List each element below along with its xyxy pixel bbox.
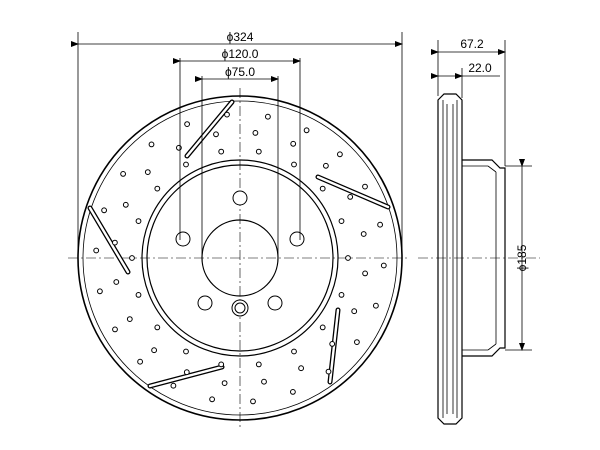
drilled-hole <box>137 358 144 365</box>
drilled-hole <box>255 361 262 368</box>
drilled-hole <box>148 141 155 148</box>
drilled-hole <box>347 194 354 200</box>
drilled-hole <box>303 127 310 134</box>
drilled-hole <box>221 380 228 387</box>
drilled-hole <box>120 171 126 177</box>
drilled-hole <box>135 292 142 298</box>
front-view <box>68 88 410 430</box>
side-dimensions: 67.2 22.0 ϕ185 <box>431 37 532 351</box>
outer-disc-inner-edge <box>82 100 398 416</box>
drilled-hole <box>265 113 271 120</box>
drilled-hole <box>291 348 297 355</box>
bolt-hole <box>197 295 213 311</box>
dim-disc-thickness: 22.0 <box>468 61 492 75</box>
drilled-hole <box>338 292 345 298</box>
drilled-hole <box>290 140 297 147</box>
drilled-hole <box>183 369 190 376</box>
drilled-hole <box>261 378 267 385</box>
drilled-hole <box>360 231 367 237</box>
locating-hole-inner <box>234 302 246 314</box>
slot <box>316 175 390 209</box>
drilled-hole <box>354 339 360 346</box>
drilled-hole <box>122 201 129 208</box>
drilled-hole <box>252 130 259 136</box>
drilled-hole <box>97 288 103 295</box>
drilled-hole <box>298 365 305 372</box>
drilled-hole <box>362 183 368 190</box>
drilled-hole <box>170 382 177 389</box>
bolt-holes <box>175 190 305 317</box>
hat-step-line <box>487 165 497 173</box>
drilled-hole <box>213 131 219 138</box>
drilled-hole <box>126 316 133 323</box>
drilled-hole <box>93 247 100 254</box>
drilled-holes <box>93 111 387 405</box>
dim-hat-diameter: ϕ185 <box>515 244 529 271</box>
drilled-hole <box>373 302 379 309</box>
drilled-hole <box>338 218 345 225</box>
hat-outer-edge <box>141 159 339 357</box>
bolt-hole <box>175 231 191 247</box>
bolt-hole <box>267 295 283 311</box>
drilled-hole <box>325 368 332 375</box>
bolt-hole <box>289 231 305 247</box>
drilled-hole <box>224 111 230 118</box>
drilled-hole <box>183 348 189 355</box>
drilled-hole <box>151 347 158 354</box>
slot <box>148 365 224 388</box>
drilled-hole <box>329 341 336 347</box>
drilled-hole <box>290 389 296 395</box>
drilled-hole <box>345 255 351 261</box>
drilled-hole <box>154 324 161 331</box>
dim-overall-thickness: 67.2 <box>460 37 484 51</box>
drilled-hole <box>135 218 142 225</box>
slots <box>87 99 391 389</box>
drilled-hole <box>319 185 326 192</box>
drilled-hole <box>218 148 225 155</box>
drilled-hole <box>255 148 262 155</box>
bolt-hole <box>232 190 248 206</box>
drilled-hole <box>377 221 384 228</box>
side-view <box>418 93 540 425</box>
drilled-hole <box>291 161 297 168</box>
friction-ring-outline <box>437 93 463 425</box>
drilled-hole <box>380 262 387 269</box>
drilled-hole <box>144 169 151 176</box>
drilled-hole <box>184 121 191 127</box>
dim-outer-diameter: ϕ324 <box>227 30 254 44</box>
drilled-hole <box>337 151 343 158</box>
drilled-hole <box>176 144 182 151</box>
drilled-hole <box>112 326 118 333</box>
drilled-hole <box>183 161 189 168</box>
drilled-hole <box>209 396 216 403</box>
front-dimensions: ϕ324 ϕ120.0 ϕ75.0 <box>71 30 403 258</box>
drilled-hole <box>319 324 326 331</box>
hat-step-line <box>487 343 497 351</box>
drilled-hole <box>351 308 358 315</box>
drilled-hole <box>101 207 107 214</box>
drilled-hole <box>218 361 225 368</box>
drilled-hole <box>113 279 120 285</box>
drilled-hole <box>250 398 256 405</box>
drilled-hole <box>154 185 161 192</box>
drilled-hole <box>323 162 329 169</box>
dim-bolt-circle: ϕ120.0 <box>222 47 259 61</box>
drilled-hole <box>362 270 369 277</box>
drilled-hole <box>112 239 118 246</box>
slot <box>185 100 234 158</box>
drilled-hole <box>129 255 135 261</box>
dim-center-bore: ϕ75.0 <box>225 65 255 79</box>
hat-step-edge <box>146 164 334 352</box>
slot <box>88 206 130 274</box>
